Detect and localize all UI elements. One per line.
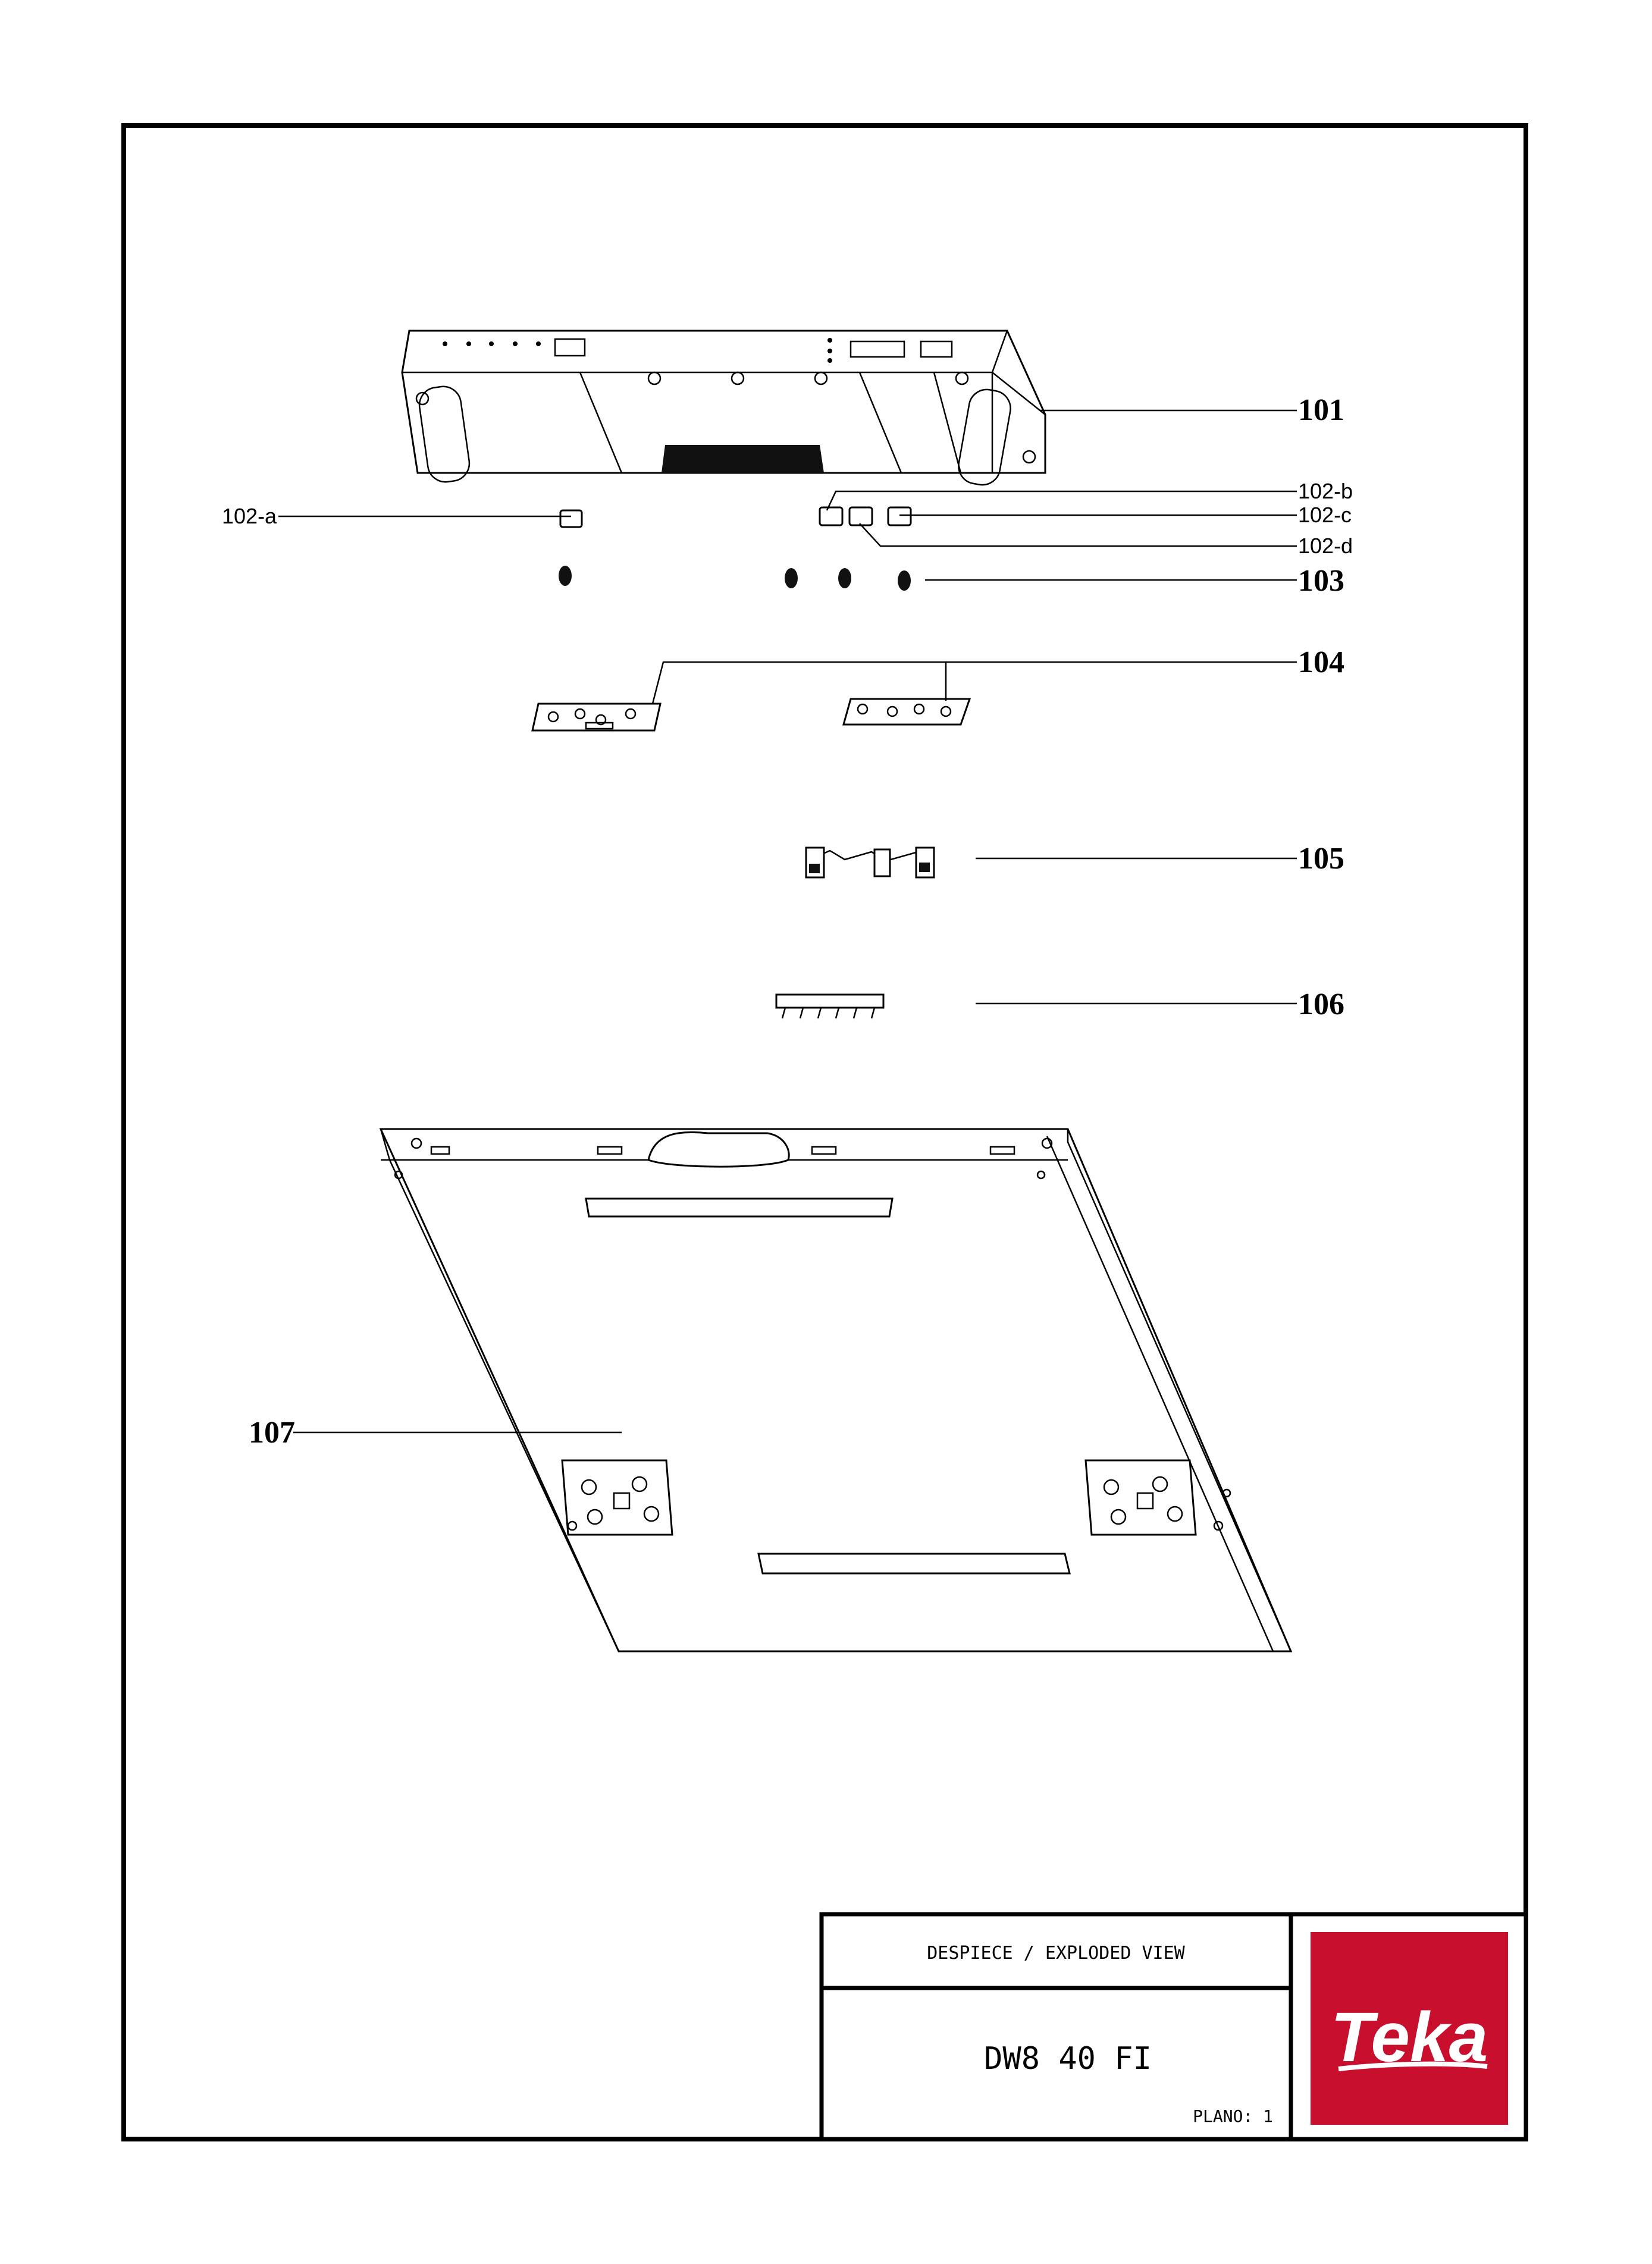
callout-102-b: 102-b: [1298, 479, 1353, 503]
part-103-light-pipes: [559, 566, 911, 591]
teka-logo: Teka: [1311, 1932, 1508, 2125]
callout-101: 101: [1298, 393, 1344, 427]
part-105-bracket: [805, 846, 935, 879]
view-title: DESPIECE / EXPLODED VIEW: [927, 1943, 1185, 1964]
leader-lines: [278, 409, 1297, 1434]
plano-number: PLANO: 1: [1193, 2106, 1273, 2126]
model-name: DW8 40 FI: [984, 2041, 1152, 2077]
part-101-control-panel: [401, 330, 1046, 486]
part-104-circuit-boards: [531, 698, 971, 732]
callout-102-d: 102-d: [1298, 534, 1353, 558]
callout-107: 107: [249, 1416, 295, 1450]
part-102-buttons: [559, 506, 912, 528]
part-106-connector-strip: [775, 993, 885, 1019]
callout-102-a: 102-a: [222, 504, 277, 528]
callout-105: 105: [1298, 842, 1344, 876]
callout-106: 106: [1298, 987, 1344, 1021]
callout-102-c: 102-c: [1298, 503, 1352, 527]
callout-103: 103: [1298, 564, 1344, 598]
part-107-door-panel: [379, 1128, 1293, 1652]
callout-104: 104: [1298, 645, 1344, 679]
